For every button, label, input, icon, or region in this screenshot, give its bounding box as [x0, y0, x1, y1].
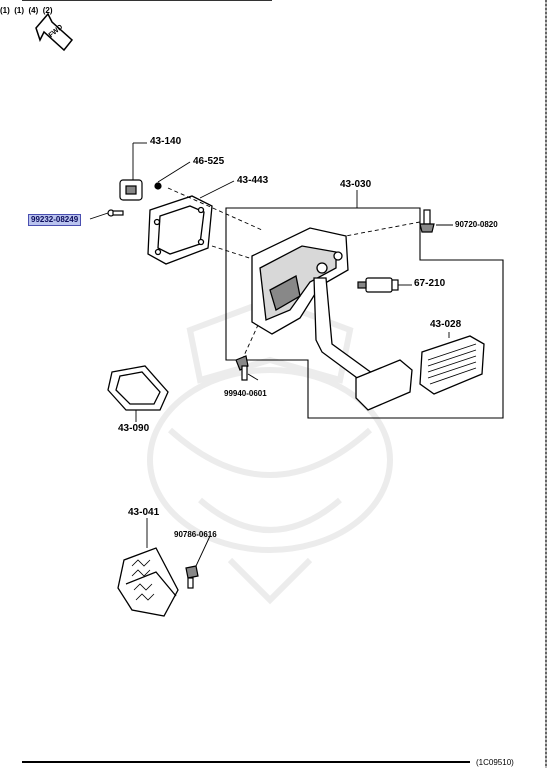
bolt-99940-part — [235, 355, 249, 381]
fwd-arrow-icon — [35, 12, 74, 52]
callout-46-525[interactable]: 46-525 — [193, 156, 225, 167]
callout-43-140[interactable]: 43-140 — [150, 136, 182, 147]
pin-part — [107, 209, 124, 217]
leader-lines — [89, 142, 453, 567]
qty-90720-0820: (1) — [0, 6, 10, 15]
clevis-part — [119, 179, 162, 201]
callout-67-210[interactable]: 67-210 — [414, 278, 446, 289]
switch-part — [357, 277, 399, 293]
watermark-emblem — [147, 296, 393, 605]
bolt-90786-part — [185, 565, 199, 589]
callout-43-443[interactable]: 43-443 — [237, 175, 269, 186]
qty-90786-0616: (2) — [42, 6, 53, 15]
callout-43-028[interactable]: 43-028 — [430, 319, 462, 330]
pad-part — [107, 365, 169, 411]
callout-43-030[interactable]: 43-030 — [340, 179, 372, 190]
bolt-part — [419, 209, 435, 233]
callout-99232-08249-highlighted[interactable]: 99232-08249 — [28, 214, 82, 226]
footer-code: (1C09510) — [476, 758, 514, 767]
callout-90720-0820[interactable]: 90720-0820 — [455, 220, 498, 229]
pedal-rubber — [419, 335, 485, 395]
right-border — [545, 0, 547, 768]
pedal-bracket — [251, 227, 349, 335]
callout-90786-0616[interactable]: 90786-0616 — [174, 530, 217, 539]
top-rule — [22, 0, 272, 1]
qty-99940-0601: (4) — [28, 6, 39, 15]
pedal-pad — [355, 359, 413, 411]
qty-99232-08249: (1) — [14, 6, 25, 15]
callout-43-041[interactable]: 43-041 — [128, 507, 160, 518]
callout-99940-0601[interactable]: 99940-0601 — [224, 389, 267, 398]
block-part — [117, 547, 179, 617]
gasket-part — [147, 195, 213, 265]
callout-43-090[interactable]: 43-090 — [118, 423, 150, 434]
pedal-arm — [313, 277, 377, 387]
